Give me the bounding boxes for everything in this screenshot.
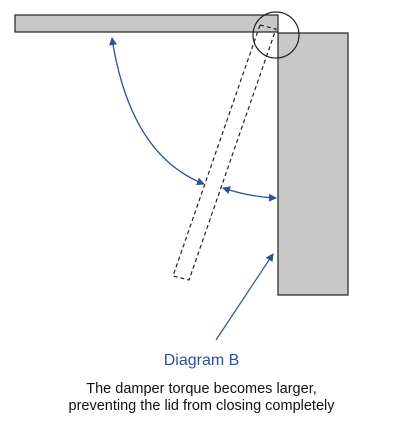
caption-line-1: The damper torque becomes larger,	[86, 381, 317, 397]
diagram-label: Diagram B	[163, 352, 240, 369]
body-panel	[277, 32, 349, 296]
caption-line-2: preventing the lid from closing complete…	[68, 398, 335, 414]
angle-arc-lower	[222, 186, 277, 202]
hinge-circle-icon	[252, 11, 300, 59]
angle-arc-upper	[109, 37, 205, 186]
pointer-arrow	[215, 253, 274, 341]
closing-lid-dashed-outline	[172, 24, 277, 281]
lid-panel	[14, 14, 279, 33]
